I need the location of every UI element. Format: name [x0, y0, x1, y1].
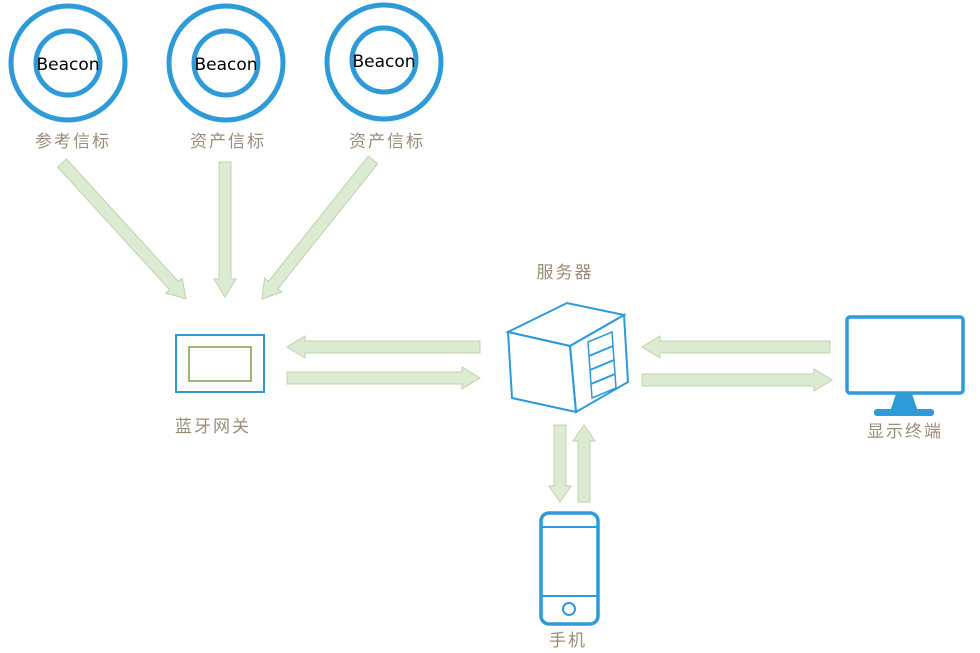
beacon-1-icon: Beacon: [8, 3, 128, 123]
bluetooth-gateway-icon: [175, 334, 265, 393]
phone-caption: 手机: [549, 631, 587, 651]
beacon-3-icon: Beacon: [324, 2, 444, 122]
gateway-caption: 蓝牙网关: [175, 417, 251, 437]
arrow-server-to-display: [641, 368, 833, 392]
arrow-display-to-server: [641, 335, 831, 359]
arrow-server-to-phone: [548, 424, 572, 503]
beacon-2-caption: 资产信标: [190, 132, 266, 152]
beacon-2-label: Beacon: [194, 55, 257, 75]
arrow-beacon3-to-gateway: [261, 155, 379, 300]
arrow-beacon2-to-gateway: [213, 161, 237, 298]
display-caption: 显示终端: [867, 422, 943, 442]
arrow-phone-to-server: [572, 424, 596, 503]
server-icon: [505, 301, 630, 414]
server-caption: 服务器: [537, 263, 594, 283]
beacon-1-label: Beacon: [36, 55, 99, 75]
arrow-server-to-gateway: [286, 335, 481, 359]
beacon-3-caption: 资产信标: [349, 132, 425, 152]
beacon-3-label: Beacon: [352, 52, 415, 72]
beacon-1-caption: 参考信标: [35, 132, 111, 152]
display-terminal-icon: [845, 315, 965, 416]
beacon-2-icon: Beacon: [166, 3, 286, 123]
arrow-beacon1-to-gateway: [56, 158, 187, 300]
arrow-gateway-to-server: [286, 366, 481, 390]
phone-icon: [539, 511, 600, 626]
